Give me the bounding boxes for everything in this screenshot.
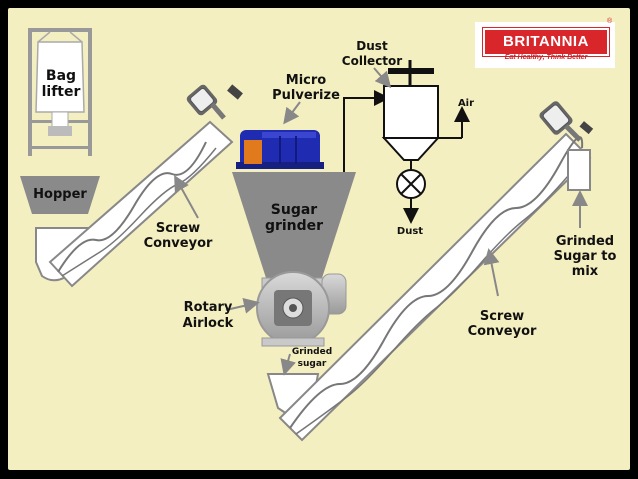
logo-tagline: Eat Healthy, Think Better [504,54,588,61]
dust-collector [381,60,470,224]
logo-registered-mark: ® [607,18,613,25]
pipe-to-dust-collector [343,90,390,172]
label-grinded-sugar-1: Grinded [292,347,332,357]
bag-lifter [28,28,92,156]
label-screw-conveyor-right-2: Conveyor [468,324,537,339]
label-dust-collector-1: Dust [356,39,388,53]
sugar-grinder [232,172,356,278]
rotary-airlock [256,271,347,347]
label-sugar-grinder-2: grinder [265,218,323,234]
label-bag-lifter-2: lifter [42,84,81,100]
label-grinded-sugar-2: sugar [298,359,327,369]
label-hopper: Hopper [33,187,87,202]
label-bag-lifter-1: Bag [46,68,76,84]
micro-pulverizer-motor [236,130,324,169]
label-sugar-grinder-1: Sugar [271,202,318,218]
logo-brand-name: BRITANNIA [482,27,610,57]
label-grinded-to-mix-2: Sugar to [554,249,617,264]
label-screw-conveyor-left-1: Screw [156,221,200,236]
label-grinded-to-mix-1: Grinded [556,234,614,249]
label-dust: Dust [397,226,423,237]
hopper [20,176,100,214]
label-screw-conveyor-left-2: Conveyor [144,236,213,251]
label-air: Air [458,98,474,109]
diagram-labels: Bag lifter Hopper Screw Conveyor Micro P… [33,39,616,369]
label-micro-pulverize-2: Pulverize [272,88,340,103]
label-rotary-airlock-2: Airlock [183,316,234,331]
label-dust-collector-2: Collector [342,54,403,68]
screw-conveyor-right [266,101,594,442]
screw-conveyor-left [35,84,243,288]
pointer-arrows [174,67,588,376]
label-grinded-to-mix-3: mix [572,264,599,279]
label-rotary-airlock-1: Rotary [184,300,233,315]
label-screw-conveyor-right-1: Screw [480,309,524,324]
label-micro-pulverize-1: Micro [286,73,327,88]
